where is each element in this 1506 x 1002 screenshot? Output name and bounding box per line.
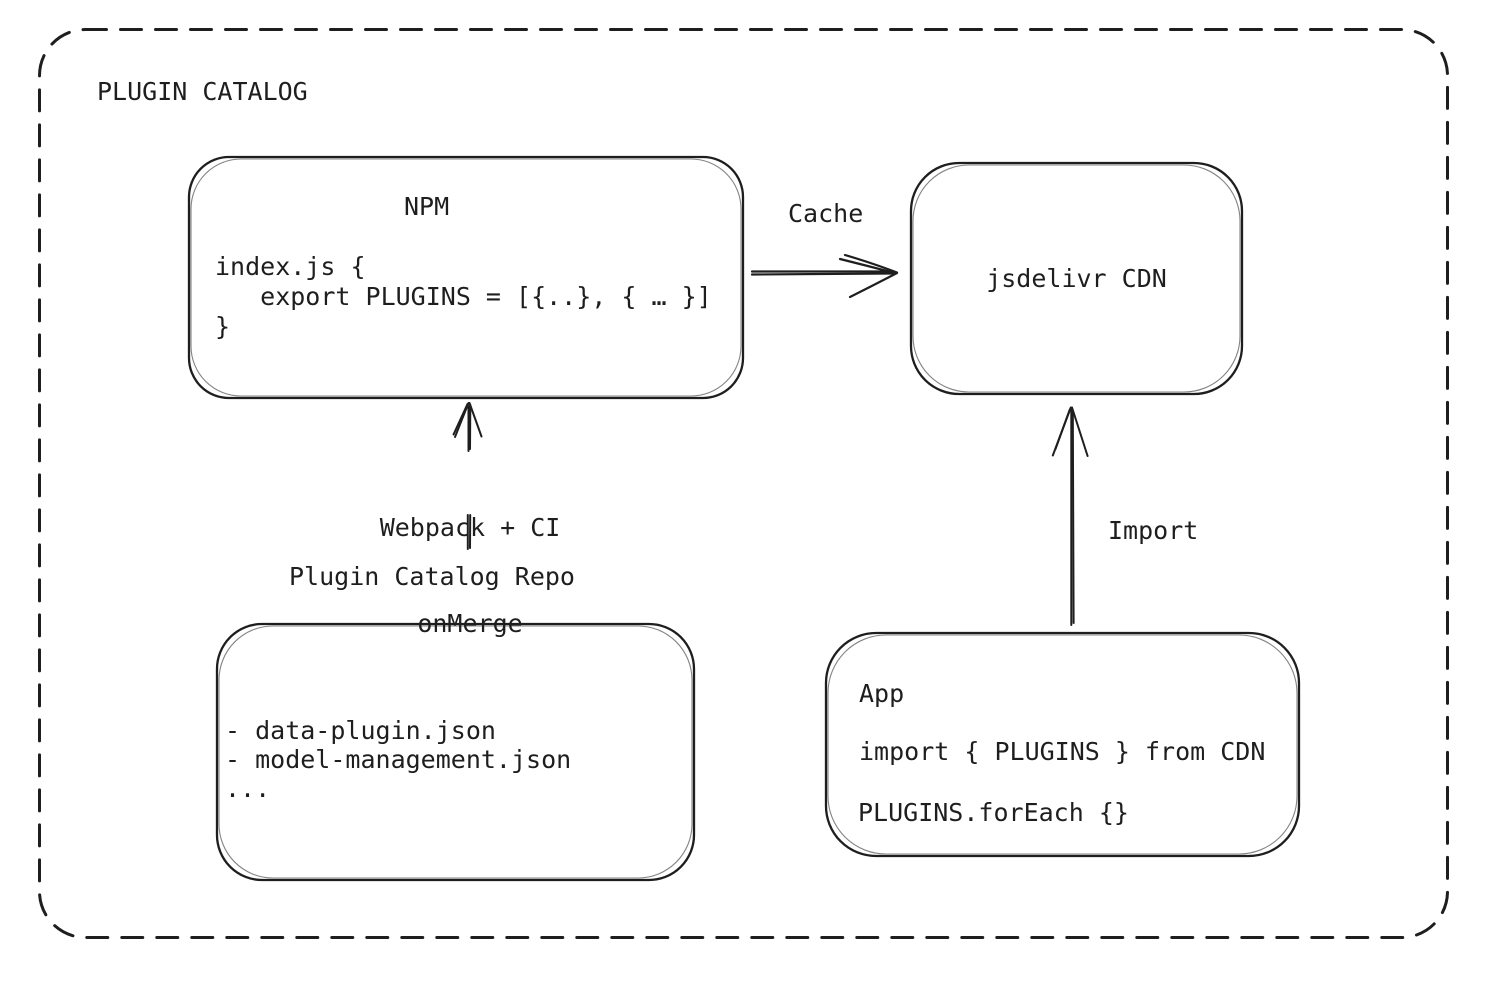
build-edge-label: Webpack + CI onMerge bbox=[330, 448, 610, 704]
app-node: App import { PLUGINS } from CDN PLUGINS.… bbox=[826, 633, 1299, 856]
npm-code-block: index.js { export PLUGINS = [{..}, { … }… bbox=[215, 252, 712, 342]
catalog-frame-outline bbox=[38, 28, 1449, 939]
cache-arrowhead-top bbox=[843, 253, 899, 274]
app-code-line: PLUGINS.forEach {} bbox=[858, 798, 1129, 827]
cache-edge-label: Cache bbox=[788, 199, 864, 228]
import-arrow bbox=[1051, 406, 1089, 626]
build-edge-label-line1: Webpack + CI bbox=[379, 513, 561, 542]
npm-node: NPM index.js { export PLUGINS = [{..}, {… bbox=[189, 157, 743, 398]
build-edge-label-line2: onMerge bbox=[417, 609, 523, 638]
cache-arrowhead-top2 bbox=[838, 257, 897, 275]
diagram-title: PLUGIN CATALOG bbox=[97, 77, 308, 106]
repo-box-sketch-line bbox=[218, 625, 693, 879]
repo-node: - data-plugin.json - model-management.js… bbox=[217, 624, 694, 880]
repo-box-outline bbox=[215, 622, 696, 882]
npm-node-title: NPM bbox=[404, 192, 450, 221]
build-arrow bbox=[452, 402, 483, 550]
npm-code-line: index.js { bbox=[215, 252, 366, 281]
repo-file-item: - data-plugin.json bbox=[225, 716, 496, 745]
app-code-line: import { PLUGINS } from CDN bbox=[859, 737, 1266, 766]
cache-arrowhead-bottom bbox=[848, 271, 899, 299]
import-arrow-shaft-line2 bbox=[1071, 411, 1075, 624]
repo-file-item: - model-management.json bbox=[225, 745, 572, 774]
cdn-node: jsdelivr CDN bbox=[911, 163, 1242, 394]
app-node-title: App bbox=[859, 679, 905, 708]
npm-code-line: export PLUGINS = [{..}, { … }] bbox=[215, 282, 712, 311]
repo-node-label: Plugin Catalog Repo bbox=[289, 562, 575, 591]
import-edge-label: Import bbox=[1108, 516, 1199, 545]
repo-box-rect bbox=[215, 622, 696, 882]
build-arrowhead-right bbox=[468, 402, 483, 438]
npm-box-rect bbox=[187, 155, 745, 400]
app-box-sketch-line bbox=[827, 634, 1298, 855]
app-box-outline bbox=[824, 631, 1301, 858]
repo-file-item: ... bbox=[225, 774, 271, 803]
cdn-node-label: jsdelivr CDN bbox=[986, 263, 1167, 293]
cache-arrow bbox=[750, 253, 899, 299]
npm-code-line: } bbox=[215, 312, 231, 341]
cache-arrow-shaft-line2 bbox=[750, 272, 896, 276]
repo-files-list: - data-plugin.json - model-management.js… bbox=[225, 716, 571, 803]
import-arrowhead-right bbox=[1071, 406, 1089, 457]
npm-box-outline bbox=[187, 155, 745, 400]
build-arrowhead-left2 bbox=[452, 403, 469, 436]
cdn-box-sketch-line bbox=[912, 164, 1241, 393]
cdn-box-outline bbox=[909, 161, 1244, 396]
npm-box-sketch-line bbox=[190, 158, 742, 397]
cdn-box-rect bbox=[909, 161, 1244, 396]
app-box-rect bbox=[824, 631, 1301, 858]
import-arrowhead-left2 bbox=[1054, 408, 1071, 450]
